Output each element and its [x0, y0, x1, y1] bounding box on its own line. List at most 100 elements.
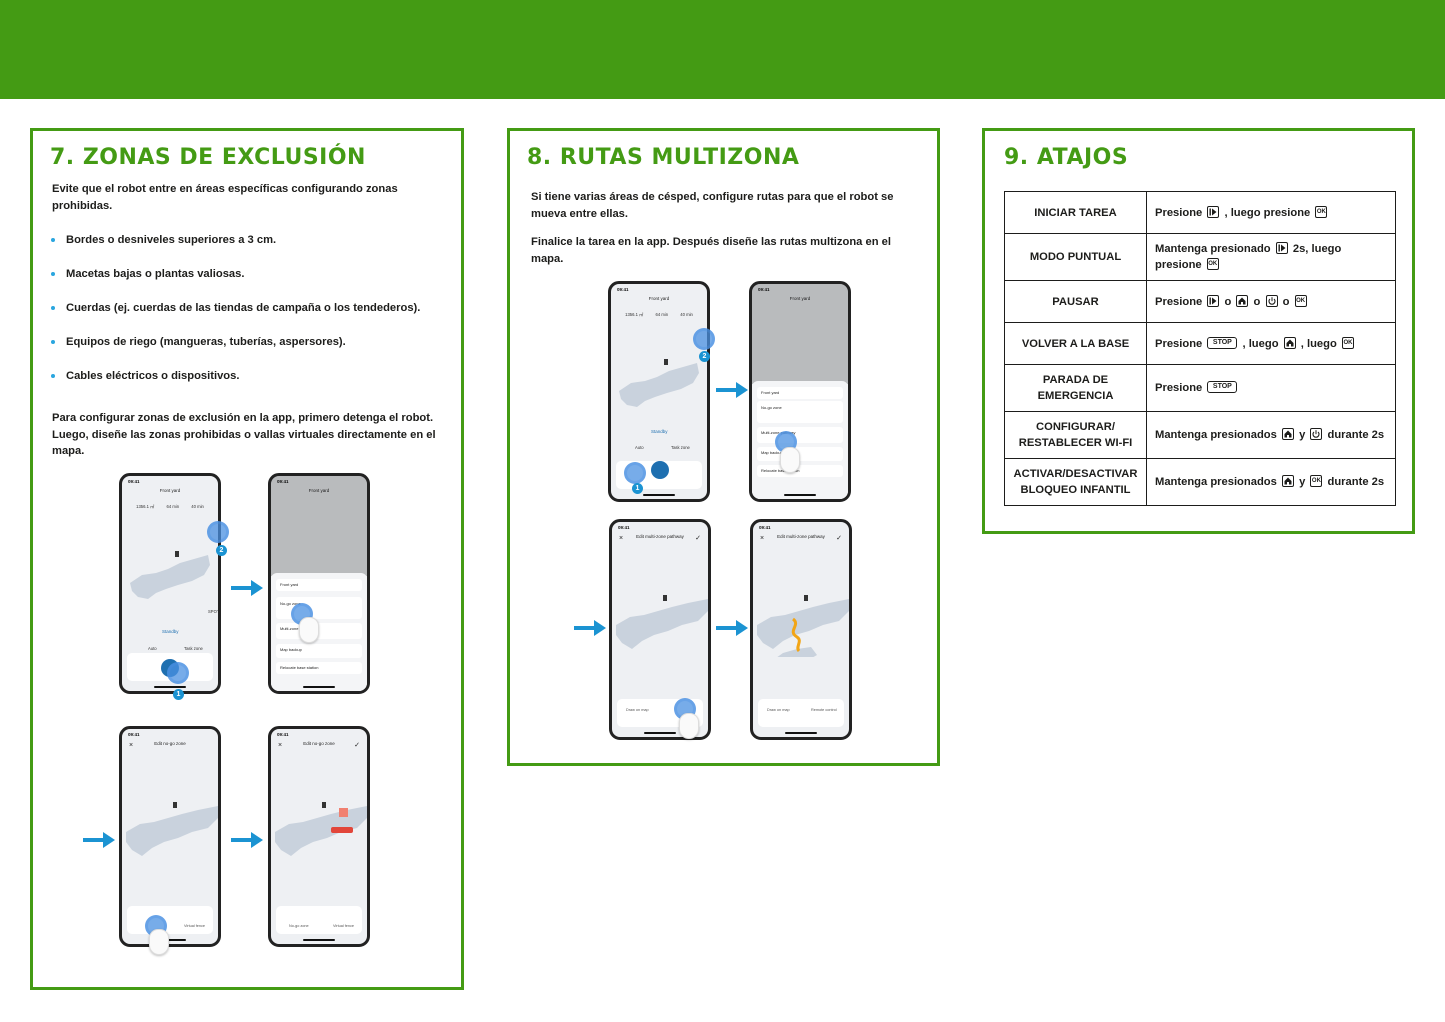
intro-text: Si tiene varias áreas de césped, configu…	[531, 191, 894, 220]
tap-indicator-icon	[693, 328, 715, 350]
home-key-icon	[1236, 294, 1249, 307]
bottom-dock	[127, 906, 213, 934]
section-no-go-zones: 7. ZONAS DE EXCLUSIÓN Evite que el robot…	[30, 128, 464, 990]
step-badge: 2	[699, 351, 710, 362]
menu-item-map-backup[interactable]: Map backup	[757, 447, 843, 461]
tap-indicator-icon	[624, 462, 646, 484]
shortcut-label: ACTIVAR/DESACTIVAR BLOQUEO INFANTIL	[1004, 458, 1147, 506]
shortcut-action: Presione STOP	[1146, 364, 1396, 412]
lawn-map	[619, 359, 699, 407]
section-title: 8. RUTAS MULTIZONA	[527, 145, 800, 170]
close-icon[interactable]: ×	[619, 535, 624, 542]
close-icon[interactable]: ×	[129, 742, 134, 749]
arrow-right-icon	[716, 620, 748, 636]
power-key-icon	[1310, 428, 1323, 441]
menu-item-no-go[interactable]: No-go zone	[276, 597, 362, 619]
bottom-dock	[758, 699, 844, 727]
home-key-icon	[1283, 336, 1296, 349]
stop-key-icon: STOP	[1207, 336, 1238, 349]
bullet-dot-icon	[51, 306, 55, 310]
arrow-right-icon	[83, 832, 115, 848]
menu-item-relocate[interactable]: Relocate base station	[757, 465, 843, 477]
arrow-right-icon	[574, 620, 606, 636]
ok-key-icon: OK	[1294, 294, 1307, 307]
outro-text: Para configurar zonas de exclusión en la…	[52, 412, 436, 457]
shortcut-label: INICIAR TAREA	[1004, 191, 1147, 234]
phone-screen-edit-nogo: 09:41 × Edit no-go zone Virtual fence	[119, 726, 221, 947]
menu-item-relocate[interactable]: Relocate base station	[276, 662, 362, 674]
step-badge: 1	[173, 689, 184, 700]
lawn-map	[126, 802, 218, 856]
arrow-right-icon	[231, 832, 263, 848]
menu-item-multi-zone[interactable]: Multi-zone pathway	[757, 427, 843, 443]
arrow-right-icon	[231, 580, 263, 596]
phone-screen-menu: 09:41 Front yard Front yard No-go zone M…	[749, 281, 851, 502]
close-icon[interactable]: ×	[278, 742, 283, 749]
lawn-map	[130, 551, 210, 599]
shortcut-action: Presione , luego presione OK	[1146, 191, 1396, 234]
bullet-dot-icon	[51, 272, 55, 276]
instruction-text: Finalice la tarea en la app. Después dis…	[531, 236, 891, 265]
bottom-dock	[276, 906, 362, 934]
phone-screen-menu: 09:41 Front yard Front yard No-go zone M…	[268, 473, 370, 694]
shortcut-label: VOLVER A LA BASE	[1004, 322, 1147, 365]
finger-icon	[299, 617, 319, 643]
header-band	[0, 0, 1445, 99]
intro-text: Evite que el robot entre en áreas especí…	[52, 183, 398, 212]
tap-indicator-icon	[167, 662, 189, 684]
shortcut-label: PAUSAR	[1004, 280, 1147, 323]
check-icon[interactable]: ✓	[836, 535, 842, 542]
shortcut-label: PARADA DE EMERGENCIA	[1004, 364, 1147, 412]
menu-item-map-backup[interactable]: Map backup	[276, 644, 362, 658]
shortcut-label: CONFIGURAR/ RESTABLECER WI-FI	[1004, 411, 1147, 459]
shortcut-action: Presione o o o OK	[1146, 280, 1396, 323]
arrow-right-icon	[716, 382, 748, 398]
bottom-sheet: Front yard No-go zone Multi-zone pathway…	[271, 573, 367, 691]
lawn-map	[757, 595, 849, 657]
section-title: 9. ATAJOS	[1004, 145, 1129, 170]
tap-indicator-icon	[207, 521, 229, 543]
shortcut-action: Mantenga presionados y durante 2s	[1146, 411, 1396, 459]
step-badge: 2	[216, 545, 227, 556]
power-key-icon	[1265, 294, 1278, 307]
play-pause-key-icon	[1207, 294, 1220, 307]
menu-item-multi-zone[interactable]: Multi-zone pathway	[276, 623, 362, 639]
check-icon[interactable]: ✓	[695, 535, 701, 542]
section-title: 7. ZONAS DE EXCLUSIÓN	[50, 145, 366, 170]
shortcut-action: Mantenga presionado 2s, luego presione O…	[1146, 233, 1396, 281]
close-icon[interactable]: ×	[760, 535, 765, 542]
check-icon[interactable]: ✓	[354, 742, 360, 749]
ok-key-icon: OK	[1341, 336, 1354, 349]
ok-key-icon: OK	[1206, 258, 1219, 271]
bullet-dot-icon	[51, 238, 55, 242]
step-badge: 1	[632, 483, 643, 494]
phone-screen-multizone-drawn: 09:41 × Edit multi-zone pathway ✓ Draw o…	[750, 519, 852, 740]
finger-icon	[149, 929, 169, 955]
finger-icon	[780, 447, 800, 473]
menu-item-no-go[interactable]: No-go zone	[757, 401, 843, 423]
bullet-dot-icon	[51, 340, 55, 344]
lawn-map	[275, 802, 367, 856]
section-multi-zone-routes: 8. RUTAS MULTIZONA Si tiene varias áreas…	[507, 128, 940, 766]
bottom-sheet: Front yard No-go zone Multi-zone pathway…	[752, 381, 848, 499]
shortcut-action: Mantenga presionados y OK durante 2s	[1146, 458, 1396, 506]
finger-icon	[679, 713, 699, 739]
play-button[interactable]	[651, 461, 669, 479]
stop-key-icon: STOP	[1207, 381, 1238, 394]
phone-screen-nogo-drawn: 09:41 × Edit no-go zone ✓ No-go zone Vir…	[268, 726, 370, 947]
home-key-icon	[1281, 475, 1294, 488]
play-pause-key-icon	[1275, 242, 1288, 255]
